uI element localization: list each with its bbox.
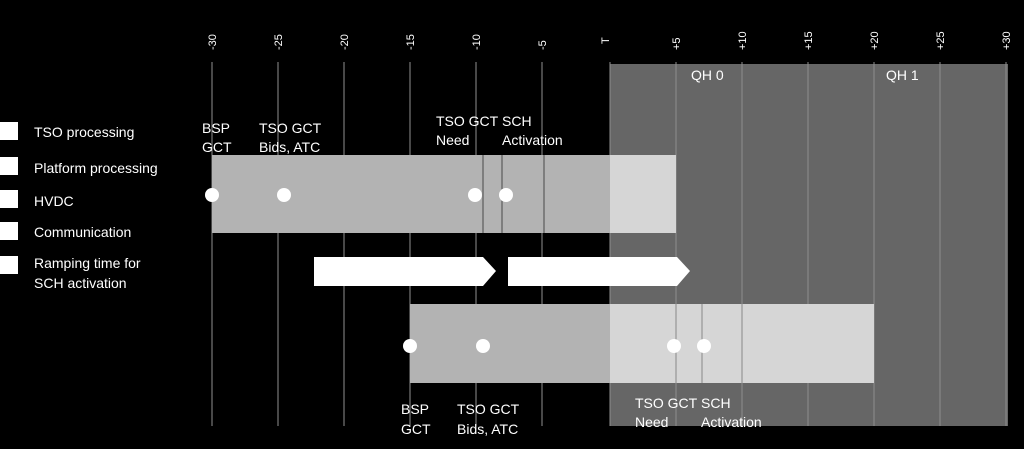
- legend-swatch: [0, 222, 18, 240]
- tick-label: +5: [671, 37, 683, 50]
- upper-label-line1: TSO GCT: [436, 113, 499, 129]
- upper-label-line1: BSP: [202, 120, 230, 136]
- tick-label: -10: [471, 34, 483, 50]
- upper-label-line2: Need: [436, 132, 469, 148]
- legend-label: Communication: [34, 224, 131, 240]
- tick-label: +15: [803, 31, 815, 50]
- upper-label-line1: SCH: [502, 113, 532, 129]
- upper-label-line2: Bids, ATC: [259, 139, 320, 155]
- qh-label: QH 1: [886, 67, 919, 83]
- tick-label: +30: [1001, 31, 1013, 50]
- tick-label: -20: [339, 34, 351, 50]
- upper-timeline: [205, 155, 676, 233]
- lower-label-line2: GCT: [401, 421, 431, 437]
- upper-label-line1: TSO GCT: [259, 120, 322, 136]
- lower-label-line1: TSO GCT: [635, 395, 698, 411]
- arrow-shape: [314, 257, 496, 286]
- timeline-marker: [205, 188, 219, 202]
- lower-label-line1: BSP: [401, 401, 429, 417]
- timeline-marker: [468, 188, 482, 202]
- upper-label-line2: GCT: [202, 139, 232, 155]
- timeline-marker: [277, 188, 291, 202]
- lower-bar: [410, 304, 610, 383]
- legend: TSO processing Platform processing HVDC …: [0, 122, 158, 291]
- lower-label-line2: Activation: [701, 414, 762, 430]
- legend-label-line2: SCH activation: [34, 275, 127, 291]
- lower-timeline: [403, 304, 874, 383]
- qh-label: QH 0: [691, 67, 724, 83]
- upper-label-line2: Activation: [502, 132, 563, 148]
- timeline-marker: [476, 339, 490, 353]
- tick-label: -30: [207, 34, 219, 50]
- legend-label: TSO processing: [34, 124, 134, 140]
- legend-swatch: [0, 122, 18, 140]
- timeline-marker: [667, 339, 681, 353]
- legend-swatch: [0, 157, 18, 175]
- tick-label: +25: [935, 31, 947, 50]
- legend-swatch: [0, 256, 18, 274]
- timeline-marker: [499, 188, 513, 202]
- upper-bar: [212, 155, 610, 233]
- tick-label: -15: [405, 34, 417, 50]
- tick-label: -5: [537, 40, 549, 50]
- axis-ticks: -30 -25 -20 -15 -10 -5 T +5 +10 +15 +20 …: [207, 31, 1013, 50]
- lower-label-line2: Need: [635, 414, 668, 430]
- timeline-marker: [697, 339, 711, 353]
- timeline-marker: [403, 339, 417, 353]
- upper-bar-overlap: [610, 155, 676, 233]
- legend-label: Ramping time for: [34, 255, 141, 271]
- legend-swatch: [0, 190, 18, 208]
- arrow-shape: [508, 257, 690, 286]
- tick-label: +10: [737, 31, 749, 50]
- lower-label-line2: Bids, ATC: [457, 421, 518, 437]
- lower-label-line1: TSO GCT: [457, 401, 520, 417]
- tick-label: -25: [273, 34, 285, 50]
- legend-label: Platform processing: [34, 160, 158, 176]
- tick-label: +20: [869, 31, 881, 50]
- tick-label: T: [600, 37, 612, 44]
- lower-label-line1: SCH: [701, 395, 731, 411]
- legend-label: HVDC: [34, 193, 74, 209]
